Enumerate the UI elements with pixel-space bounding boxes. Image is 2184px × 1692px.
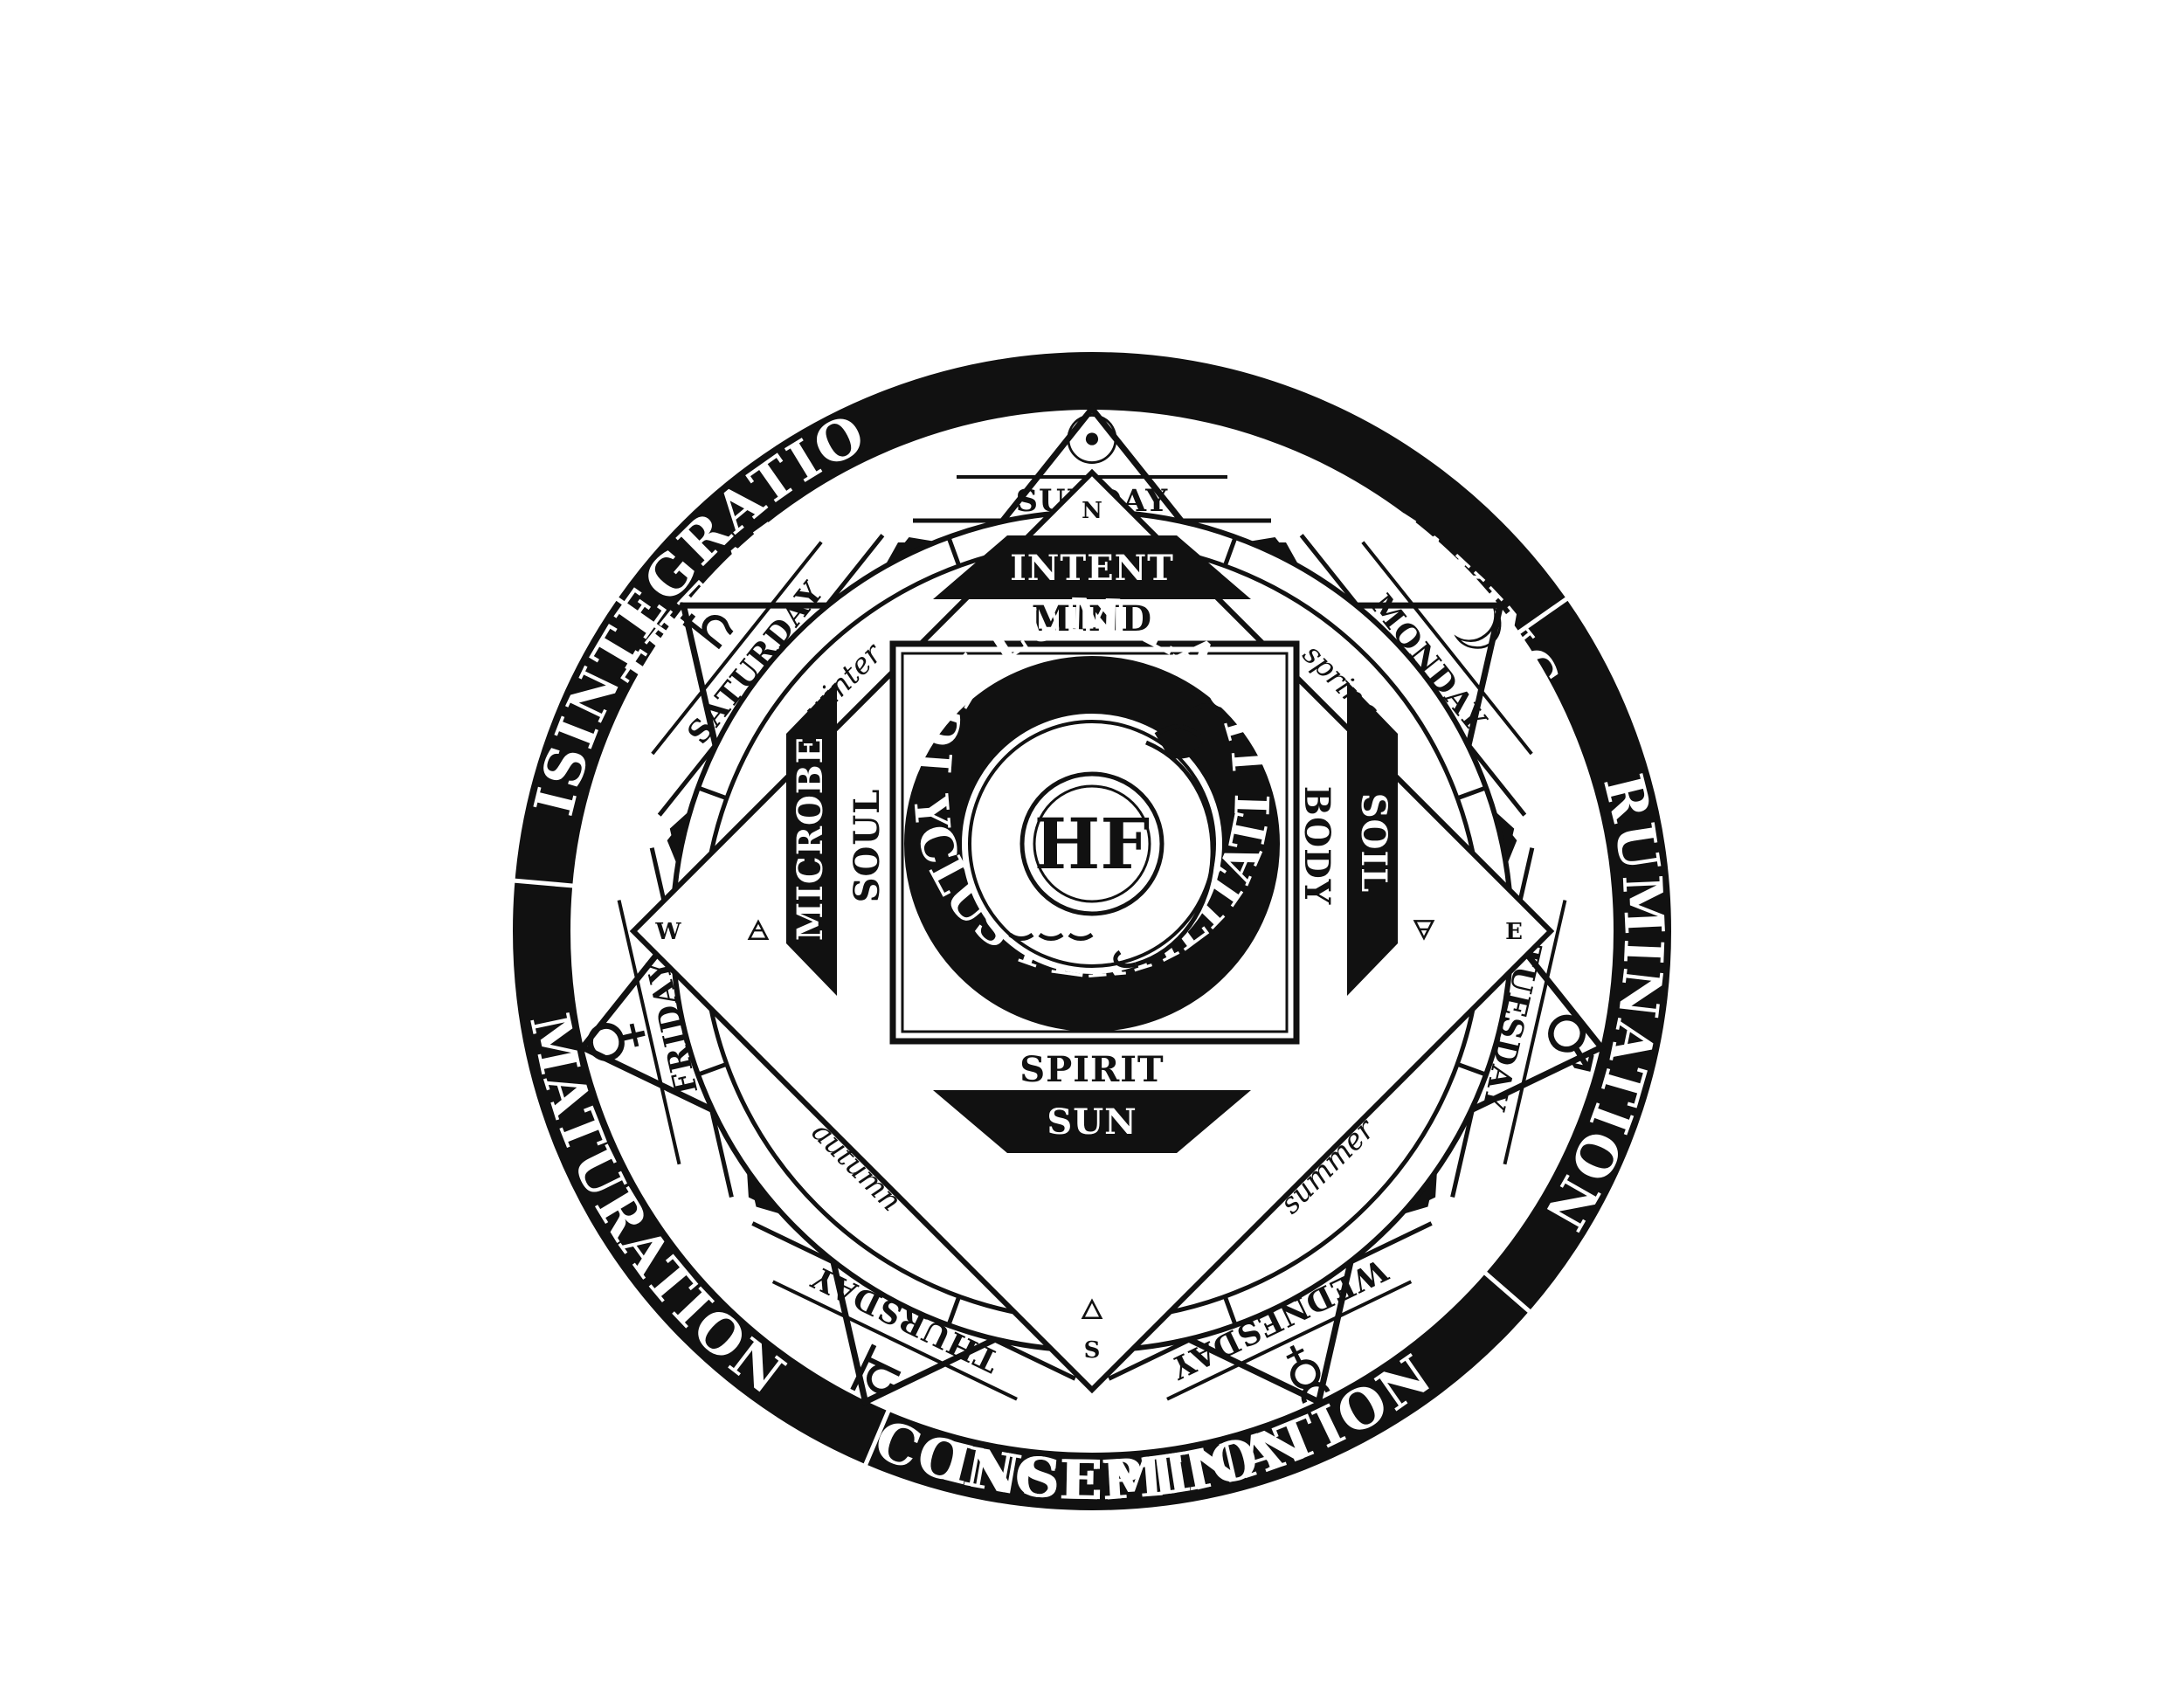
bottom-word: SPIRIT — [1019, 1049, 1164, 1090]
monogram: HF — [1034, 803, 1150, 885]
direction-north: N — [1082, 498, 1102, 524]
seal-band — [904, 656, 1280, 1032]
day-band-line — [1166, 1280, 1413, 1401]
outer-ring-label: CONCEPTION — [867, 1407, 1317, 1512]
top-bar — [933, 535, 1251, 599]
inner-square-rim — [901, 652, 1289, 1033]
day-band-line — [1361, 541, 1533, 756]
day-band-line — [651, 541, 823, 756]
monogram-ring-inner — [1033, 784, 1151, 903]
season-tick — [1222, 1295, 1238, 1326]
day-band-line — [617, 900, 681, 1165]
left-bar-label: MICROBE — [790, 736, 831, 941]
left-word: SOUL — [847, 789, 888, 903]
sun-symbol-icon: ☉ — [1061, 402, 1123, 480]
outer-ring-band — [513, 352, 1671, 1510]
left-bar — [786, 681, 837, 996]
bottom-bar — [933, 1090, 1251, 1153]
fire-element-icon: 🜂 — [1080, 1293, 1104, 1326]
top-bar-label: INTENT — [1010, 548, 1174, 589]
season-tick — [697, 1061, 728, 1077]
ring-divider — [1483, 1271, 1531, 1314]
outer-ring-dividers — [514, 597, 1569, 1467]
day-band-line — [1503, 900, 1567, 1165]
monogram-ring-outer — [1019, 771, 1165, 916]
ring-divider — [514, 878, 574, 888]
air-element-icon: 🜁 — [746, 914, 771, 947]
right-bar — [1347, 681, 1398, 996]
ouroboros-goat-icon — [1008, 703, 1220, 968]
season-ticks — [697, 536, 1487, 1326]
season-tick — [946, 536, 962, 567]
season-tick — [697, 785, 728, 801]
direction-south: S — [1084, 1337, 1101, 1364]
season-tick — [1222, 536, 1238, 567]
ring-divider — [863, 1409, 891, 1467]
right-bar-label: SOIL — [1353, 793, 1394, 894]
earth-element-icon: 🜃 — [1412, 914, 1436, 947]
day-band-line — [771, 1280, 1018, 1401]
bottom-bar-label: SUN — [1047, 1102, 1137, 1143]
season-tick — [1456, 1061, 1487, 1077]
ring-divider — [1517, 597, 1569, 635]
direction-west: W — [654, 919, 681, 945]
right-word: BODY — [1296, 786, 1337, 906]
top-word: MIND — [1032, 598, 1152, 639]
direction-east: E — [1505, 919, 1523, 945]
season-tick — [946, 1295, 962, 1326]
season-tick — [1456, 785, 1487, 801]
ring-divider — [615, 597, 667, 635]
